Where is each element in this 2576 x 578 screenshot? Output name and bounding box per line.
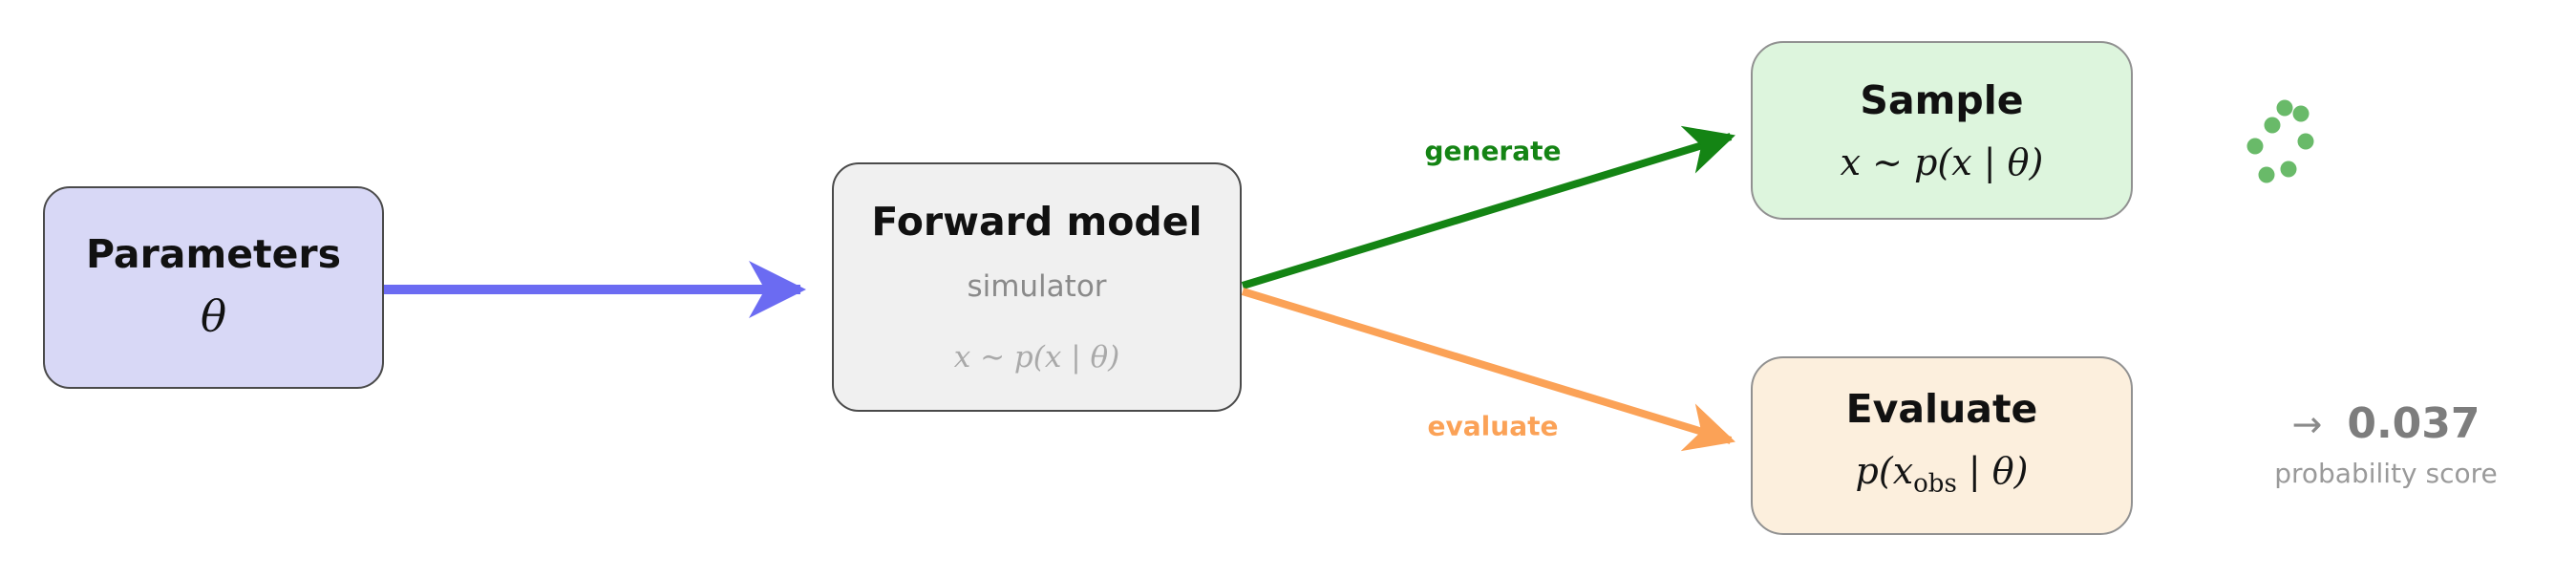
sample-dot [2280, 161, 2297, 178]
sample-dot [2292, 105, 2310, 122]
parameters-box: Parameters θ [43, 186, 384, 389]
sample-dot [2276, 99, 2293, 117]
sample-dot [2258, 166, 2275, 183]
simulator-label: simulator [967, 268, 1107, 304]
parameters-title: Parameters [85, 231, 342, 277]
evaluate-formula-post: | θ) [1956, 449, 2029, 492]
score-caption: probability score [2274, 458, 2498, 489]
generate-label: generate [1424, 135, 1562, 167]
generate-arrow [1241, 125, 1735, 289]
sample-dots-scatter [2246, 99, 2314, 183]
sample-dot [2297, 133, 2314, 150]
evaluate-formula: p(xobs | θ) [1856, 448, 2029, 507]
evaluate-formula-subscript: obs [1913, 469, 1957, 499]
evaluate-formula-pre: p(x [1855, 449, 1914, 492]
forward-model-box: Forward model simulator x ∼ p(x | θ) [832, 162, 1242, 412]
sample-formula: x ∼ p(x | θ) [1840, 140, 2044, 183]
evaluate-box: Evaluate p(xobs | θ) [1751, 356, 2133, 535]
evaluate-label: evaluate [1427, 410, 1559, 442]
forward-model-title: Forward model [871, 198, 1203, 245]
theta-symbol: θ [200, 290, 227, 341]
evaluate-title: Evaluate [1845, 385, 2038, 432]
sample-dot [2246, 138, 2264, 155]
sample-dot [2264, 117, 2281, 134]
score-value: 0.037 [2347, 399, 2480, 448]
right-arrow-icon: → [2291, 402, 2323, 445]
probability-score-block: → 0.037 probability score [2274, 399, 2498, 489]
forward-model-formula: x ∼ p(x | θ) [953, 339, 1120, 375]
evaluate-arrow [1241, 288, 1735, 452]
sample-title: Sample [1860, 76, 2024, 123]
sample-box: Sample x ∼ p(x | θ) [1751, 41, 2133, 220]
